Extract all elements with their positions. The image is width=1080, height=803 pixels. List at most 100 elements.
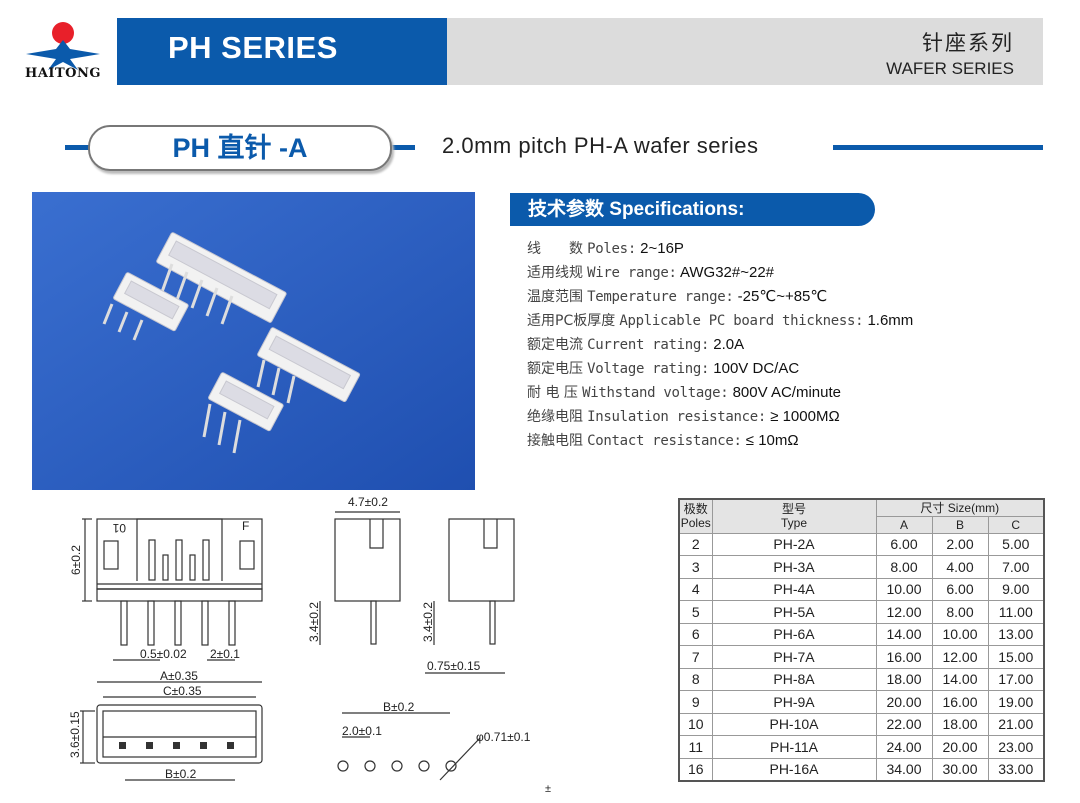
category-title-cn: 针座系列 (922, 32, 1014, 55)
dim-depth: 3.6±0.15 (68, 711, 82, 758)
spec-en-label: Wire range: (587, 265, 677, 281)
header-type-cn: 型号 (781, 502, 806, 517)
product-subtitle: 2.0mm pitch PH-A wafer series (442, 133, 759, 158)
dim-pitch: 2±0.1 (210, 647, 240, 661)
spec-value: 2.0A (713, 336, 745, 353)
spec-en-label: Poles: (587, 241, 636, 257)
cell-type: PH-4A (711, 577, 877, 601)
spec-cn-label: 耐 电 压 (527, 385, 578, 401)
cell-c: 15.00 (987, 645, 1045, 669)
spec-item: 绝缘电阻 Insulation resistance: ≥ 1000MΩ (527, 406, 840, 426)
header-poles-en: Poles (680, 516, 711, 531)
spec-value: AWG32#~22# (679, 264, 775, 281)
dim-height: 6±0.2 (69, 545, 83, 575)
spec-value: -25℃~+85℃ (737, 288, 828, 305)
cell-c: 17.00 (987, 667, 1045, 691)
spec-item: 适用PC板厚度 Applicable PC board thickness: 1… (527, 310, 913, 330)
spec-cn-label: 接触电阻 (527, 433, 583, 449)
cell-poles: 7 (678, 645, 713, 669)
dim-pin-width: 0.5±0.02 (140, 647, 187, 661)
cell-a: 18.00 (875, 667, 933, 691)
cell-c: 19.00 (987, 690, 1045, 714)
cell-b: 10.00 (931, 622, 989, 646)
haitong-logo (26, 22, 100, 70)
dim-span-b: B±0.2 (165, 767, 197, 781)
cell-poles: 8 (678, 667, 713, 691)
dim-pcb-pitch: 2.0±0.1 (342, 724, 382, 738)
cell-type: PH-7A (711, 645, 877, 669)
dim-width-c: C±0.35 (163, 684, 202, 698)
dim-pin-offset: 0.75±0.15 (427, 659, 481, 673)
cell-type: PH-16A (711, 757, 877, 782)
spec-item: 额定电流 Current rating: 2.0A (527, 334, 744, 354)
spec-item: 耐 电 压 Withstand voltage: 800V AC/minute (527, 382, 841, 402)
cell-a: 22.00 (875, 712, 933, 736)
pin-last-mark: F (242, 519, 249, 533)
cell-c: 5.00 (987, 532, 1045, 556)
product-photo (32, 192, 475, 490)
cell-a: 8.00 (875, 555, 933, 579)
cell-type: PH-2A (711, 532, 877, 556)
cell-poles: 10 (678, 712, 713, 736)
cell-type: PH-6A (711, 622, 877, 646)
category-banner (447, 18, 1043, 85)
cell-c: 7.00 (987, 555, 1045, 579)
spec-value: 2~16P (640, 240, 684, 257)
cell-c: 21.00 (987, 712, 1045, 736)
cell-type: PH-8A (711, 667, 877, 691)
spec-item: 线 数 Poles: 2~16P (527, 238, 684, 258)
spec-en-label: Temperature range: (587, 289, 734, 305)
spec-cn-label: 适用PC板厚度 (527, 313, 616, 329)
spec-en-label: Current rating: (587, 337, 710, 353)
cell-c: 33.00 (987, 757, 1045, 782)
dim-hole: φ0.71±0.1 (476, 730, 531, 744)
header-type-en: Type (780, 516, 807, 531)
cell-b: 18.00 (931, 712, 989, 736)
footer-mark: ± (545, 783, 552, 795)
category-title-en: WAFER SERIES (886, 59, 1014, 78)
cell-b: 14.00 (931, 667, 989, 691)
cell-b: 12.00 (931, 645, 989, 669)
cell-poles: 16 (678, 757, 713, 782)
cell-a: 16.00 (875, 645, 933, 669)
cell-c: 23.00 (987, 735, 1045, 759)
cell-b: 16.00 (931, 690, 989, 714)
spec-cn-label: 线 数 (527, 241, 583, 257)
header-c: C (987, 515, 1045, 534)
cell-c: 9.00 (987, 577, 1045, 601)
dim-pcb-span: B±0.2 (383, 700, 415, 714)
spec-cn-label: 温度范围 (527, 289, 583, 305)
cell-b: 6.00 (931, 577, 989, 601)
cell-a: 24.00 (875, 735, 933, 759)
cell-a: 12.00 (875, 600, 933, 624)
spec-cn-label: 适用线规 (527, 265, 583, 281)
spec-cn-label: 额定电流 (527, 337, 583, 353)
spec-item: 接触电阻 Contact resistance: ≤ 10mΩ (527, 430, 799, 450)
spec-en-label: Voltage rating: (587, 361, 710, 377)
cell-b: 30.00 (931, 757, 989, 782)
cell-a: 10.00 (875, 577, 933, 601)
spec-value: 100V DC/AC (713, 360, 800, 377)
specifications-heading: 技术参数 Specifications: (510, 193, 875, 226)
cell-type: PH-3A (711, 555, 877, 579)
series-banner (117, 18, 447, 85)
header-a: A (875, 515, 933, 534)
cell-poles: 6 (678, 622, 713, 646)
spec-en-label: Applicable PC board thickness: (619, 313, 864, 329)
cell-poles: 11 (678, 735, 713, 759)
cell-poles: 5 (678, 600, 713, 624)
spec-value: ≥ 1000MΩ (770, 408, 840, 425)
cell-a: 14.00 (875, 622, 933, 646)
spec-value: 1.6mm (867, 312, 914, 329)
divider-line (833, 145, 1043, 150)
